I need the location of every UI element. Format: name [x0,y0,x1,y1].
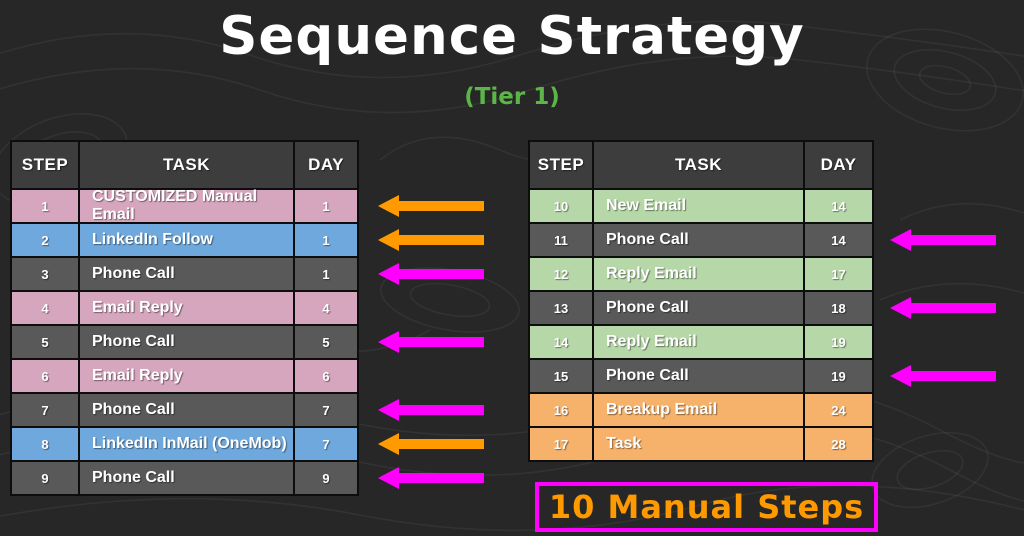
step-6-day-cell: 6 [295,360,357,392]
column-header-day: DAY [805,142,872,188]
step-10-task-cell: New Email [594,190,803,222]
manual-step-arrow-orange-step-8 [378,433,484,455]
arrow-head-icon [378,229,399,251]
manual-step-arrow-orange-step-1 [378,195,484,217]
arrow-shaft [399,405,484,415]
page-title: Sequence Strategy [219,6,805,67]
step-10-step-cell: 10 [530,190,592,222]
step-14-step-cell: 14 [530,326,592,358]
manual-step-arrow-magenta-step-9 [378,467,484,489]
step-17-task-cell: Task [594,428,803,460]
manual-step-arrow-magenta-step-11 [890,229,996,251]
arrow-shaft [399,235,484,245]
arrow-shaft [911,235,996,245]
step-8-task-cell: LinkedIn InMail (OneMob) [80,428,293,460]
step-13-task-cell: Phone Call [594,292,803,324]
arrow-head-icon [378,195,399,217]
manual-step-arrow-orange-step-2 [378,229,484,251]
step-1-step-cell: 1 [12,190,78,222]
step-5-step-cell: 5 [12,326,78,358]
arrow-head-icon [890,297,911,319]
step-7-day-cell: 7 [295,394,357,426]
step-4-task-cell: Email Reply [80,292,293,324]
step-10-day-cell: 14 [805,190,872,222]
step-3-day-cell: 1 [295,258,357,290]
manual-step-arrow-magenta-step-13 [890,297,996,319]
manual-steps-label: 10 Manual Steps [548,488,865,526]
manual-steps-badge: 10 Manual Steps [535,482,878,532]
step-11-step-cell: 11 [530,224,592,256]
step-15-day-cell: 19 [805,360,872,392]
step-15-task-cell: Phone Call [594,360,803,392]
step-9-step-cell: 9 [12,462,78,494]
step-4-step-cell: 4 [12,292,78,324]
arrow-head-icon [378,433,399,455]
step-9-task-cell: Phone Call [80,462,293,494]
step-17-day-cell: 28 [805,428,872,460]
step-13-step-cell: 13 [530,292,592,324]
step-1-task-cell: CUSTOMIZED Manual Email [80,188,293,223]
step-7-step-cell: 7 [12,394,78,426]
manual-step-arrow-magenta-step-3 [378,263,484,285]
arrow-shaft [399,269,484,279]
arrow-head-icon [378,399,399,421]
step-5-task-cell: Phone Call [80,326,293,358]
step-17-step-cell: 17 [530,428,592,460]
arrow-head-icon [378,331,399,353]
step-8-day-cell: 7 [295,428,357,460]
manual-step-arrow-magenta-step-7 [378,399,484,421]
arrow-head-icon [378,467,399,489]
step-9-day-cell: 9 [295,462,357,494]
step-11-task-cell: Phone Call [594,224,803,256]
step-3-task-cell: Phone Call [80,258,293,290]
manual-step-arrow-magenta-step-5 [378,331,484,353]
step-3-step-cell: 3 [12,258,78,290]
column-header-task: TASK [594,142,803,188]
column-header-step: STEP [530,142,592,188]
step-12-task-cell: Reply Email [594,258,803,290]
arrow-head-icon [890,365,911,387]
arrow-head-icon [378,263,399,285]
step-6-step-cell: 6 [12,360,78,392]
step-11-day-cell: 14 [805,224,872,256]
step-2-task-cell: LinkedIn Follow [80,224,293,256]
arrow-shaft [399,473,484,483]
arrow-shaft [399,201,484,211]
step-14-day-cell: 19 [805,326,872,358]
step-13-day-cell: 18 [805,292,872,324]
column-header-day: DAY [295,142,357,188]
step-16-task-cell: Breakup Email [594,394,803,426]
column-header-step: STEP [12,142,78,188]
step-5-day-cell: 5 [295,326,357,358]
step-7-task-cell: Phone Call [80,394,293,426]
step-2-step-cell: 2 [12,224,78,256]
step-12-step-cell: 12 [530,258,592,290]
step-6-task-cell: Email Reply [80,360,293,392]
column-header-task: TASK [80,142,293,188]
step-1-day-cell: 1 [295,190,357,222]
step-4-day-cell: 4 [295,292,357,324]
step-12-day-cell: 17 [805,258,872,290]
step-16-day-cell: 24 [805,394,872,426]
arrow-head-icon [890,229,911,251]
step-16-step-cell: 16 [530,394,592,426]
step-8-step-cell: 8 [12,428,78,460]
step-15-step-cell: 15 [530,360,592,392]
step-2-day-cell: 1 [295,224,357,256]
manual-step-arrow-magenta-step-15 [890,365,996,387]
arrow-shaft [399,337,484,347]
arrow-shaft [399,439,484,449]
arrow-shaft [911,303,996,313]
arrow-shaft [911,371,996,381]
step-14-task-cell: Reply Email [594,326,803,358]
page-subtitle: (Tier 1) [464,84,560,110]
